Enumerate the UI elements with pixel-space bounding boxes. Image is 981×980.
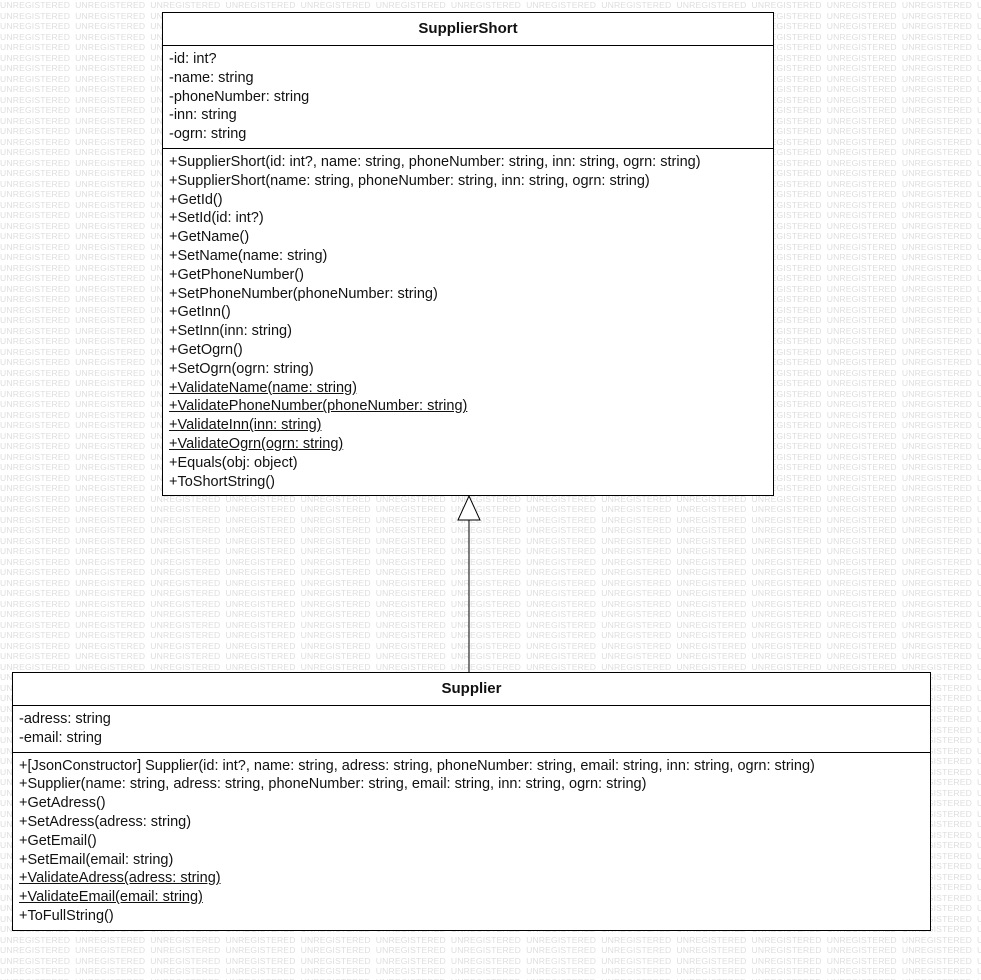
operation-get-email: +GetEmail() — [19, 832, 97, 849]
operation-constructor-short: +SupplierShort(name: string, phoneNumber… — [169, 172, 650, 189]
class-box-supplier[interactable]: Supplier -adress: string -email: string … — [12, 672, 931, 931]
operation-to-full-string: +ToFullString() — [19, 907, 114, 924]
attribute-inn: -inn: string — [169, 107, 237, 124]
generalization-arrowhead-icon — [457, 494, 481, 521]
operation-get-phone-number: +GetPhoneNumber() — [169, 266, 304, 283]
attribute-name: -name: string — [169, 69, 254, 86]
operation-get-name: +GetName() — [169, 229, 250, 246]
attributes-compartment-supplier: -adress: string -email: string — [13, 706, 930, 753]
operation-get-inn: +GetInn() — [169, 304, 231, 321]
attribute-ogrn: -ogrn: string — [169, 126, 247, 143]
operation-validate-email: +ValidateEmail(email: string) — [19, 889, 203, 906]
operation-get-adress: +GetAdress() — [19, 795, 106, 812]
operation-json-constructor: +[JsonConstructor] Supplier(id: int?, na… — [19, 757, 815, 774]
operation-get-id: +GetId() — [169, 191, 223, 208]
class-name-suppliershort: SupplierShort — [163, 13, 773, 46]
operation-set-adress: +SetAdress(adress: string) — [19, 813, 192, 830]
operation-set-inn: +SetInn(inn: string) — [169, 323, 292, 340]
operation-to-short-string: +ToShortString() — [169, 473, 275, 490]
operation-set-id: +SetId(id: int?) — [169, 210, 264, 227]
operation-validate-inn: +ValidateInn(inn: string) — [169, 417, 322, 434]
operations-compartment-supplier: +[JsonConstructor] Supplier(id: int?, na… — [13, 753, 930, 930]
attribute-adress: -adress: string — [19, 711, 111, 727]
operation-set-ogrn: +SetOgrn(ogrn: string) — [169, 360, 314, 377]
operation-constructor: +Supplier(name: string, adress: string, … — [19, 776, 647, 793]
attribute-phone-number: -phoneNumber: string — [169, 88, 310, 105]
operation-validate-adress: +ValidateAdress(adress: string) — [19, 870, 221, 887]
operation-validate-ogrn: +ValidateOgrn(ogrn: string) — [169, 435, 344, 452]
attribute-id: -id: int? — [169, 51, 217, 67]
operation-set-email: +SetEmail(email: string) — [19, 851, 174, 868]
attribute-email: -email: string — [19, 729, 102, 746]
operation-equals: +Equals(obj: object) — [169, 454, 298, 471]
operation-get-ogrn: +GetOgrn() — [169, 341, 243, 358]
attributes-compartment-suppliershort: -id: int? -name: string -phoneNumber: st… — [163, 46, 773, 149]
class-name-supplier: Supplier — [13, 673, 930, 706]
operation-set-phone-number: +SetPhoneNumber(phoneNumber: string) — [169, 285, 438, 302]
operation-validate-phone-number: +ValidatePhoneNumber(phoneNumber: string… — [169, 398, 468, 415]
operation-validate-name: +ValidateName(name: string) — [169, 379, 357, 396]
operations-compartment-suppliershort: +SupplierShort(id: int?, name: string, p… — [163, 149, 773, 495]
operation-constructor-full: +SupplierShort(id: int?, name: string, p… — [169, 153, 701, 170]
class-box-suppliershort[interactable]: SupplierShort -id: int? -name: string -p… — [162, 12, 774, 496]
operation-set-name: +SetName(name: string) — [169, 247, 328, 264]
